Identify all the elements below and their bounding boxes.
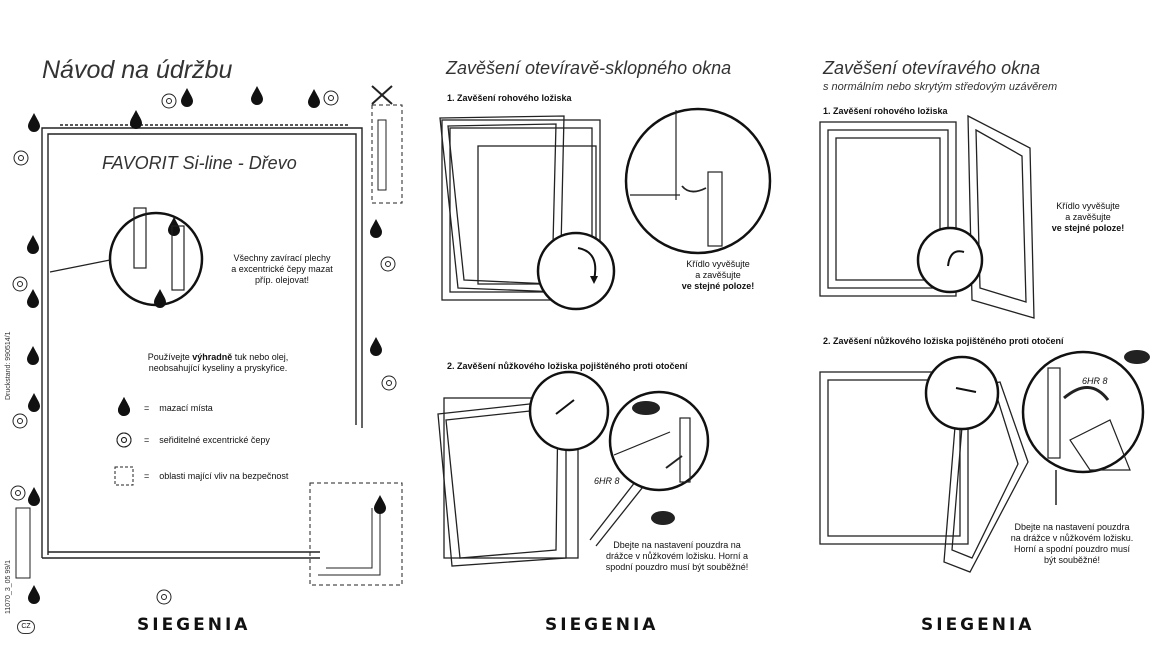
step2-heading: 2. Zavěšení nůžkového ložiska pojištěnéh… <box>823 336 1064 346</box>
note-line: Horní a spodní pouzdro musí <box>1013 544 1131 554</box>
advice-post: tuk nebo olej, <box>232 352 289 362</box>
step2-note: Dbejte na nastavení pouzdra na drážce v … <box>1008 522 1136 566</box>
lubrication-note: Všechny zavírací plechy a excentrické če… <box>212 253 352 286</box>
note-line: Dbejte na nastavení pouzdra na <box>613 540 741 550</box>
grease-advice: Používejte výhradně tuk nebo olej, neobs… <box>128 352 308 374</box>
product-name: FAVORIT Si-line - Dřevo <box>102 153 297 173</box>
note-line: a excentrické čepy mazat <box>231 264 333 274</box>
doc-code: 11070_3_05 99/1 <box>5 560 12 614</box>
legend-text: mazací místa <box>159 403 213 413</box>
siegenia-logo: SIEGENIA <box>545 615 659 635</box>
step1-note: Křídlo vyvěšujte a zavěšujte ve stejné p… <box>668 259 768 292</box>
note-line: příp. olejovat! <box>254 275 310 285</box>
note-line: Všechny zavírací plechy <box>233 253 331 263</box>
legend-row-drop: = mazací místa <box>144 403 213 414</box>
tilt-window-drawing <box>439 115 601 301</box>
label-6hr: 6HR 8 <box>1082 376 1108 386</box>
legend-row-safety: = oblasti mající vliv na bezpečnost <box>144 471 288 482</box>
note-line: spodní pouzdro musí být souběžné! <box>605 562 749 572</box>
casement-title: Zavěšení otevíravého okna <box>823 58 1041 78</box>
print-stamp: Druckstand: 990514/1 <box>5 331 12 401</box>
note-line: ve stejné poloze! <box>1051 223 1125 233</box>
window-frame-drawing <box>41 124 363 559</box>
note-line: ve stejné poloze! <box>681 281 755 291</box>
casement-subtitle: s normálním nebo skrytým středovým uzávě… <box>823 81 1058 93</box>
legend-row-pin: = seřiditelné excentrické čepy <box>144 435 270 446</box>
note-line: Křídlo vyvěšujte <box>686 259 750 269</box>
step1-heading: 1. Zavěšení rohového ložiska <box>823 106 948 116</box>
page-title: Návod na údržbu <box>42 56 233 84</box>
country-badge: CZ <box>17 620 35 634</box>
advice-line2: neobsahující kyseliny a pryskyřice. <box>148 363 288 373</box>
label-6hr: 6HR 8 <box>594 476 620 486</box>
legend-text: seřiditelné excentrické čepy <box>159 435 270 445</box>
legend-text: oblasti mající vliv na bezpečnost <box>159 471 289 481</box>
note-line: a zavěšujte <box>1065 212 1111 222</box>
legend-sep: = <box>144 471 150 481</box>
siegenia-logo: SIEGENIA <box>921 615 1035 635</box>
note-line: drážce v nůžkovém ložisku. Horní a <box>605 551 749 561</box>
advice-bold: výhradně <box>192 352 233 362</box>
siegenia-logo: SIEGENIA <box>137 615 251 635</box>
note-line: být souběžné! <box>1043 555 1101 565</box>
advice-pre: Používejte <box>147 352 193 362</box>
casement-window-drawing <box>819 114 1035 319</box>
step2-note: Dbejte na nastavení pouzdra na drážce v … <box>598 540 756 573</box>
step1-heading: 1. Zavěšení rohového ložiska <box>447 93 572 103</box>
note-line: Dbejte na nastavení pouzdra <box>1014 522 1130 532</box>
tilt-turn-title: Zavěšení otevíravě-sklopného okna <box>446 58 732 78</box>
step2-heading: 2. Zavěšení nůžkového ložiska pojištěnéh… <box>447 361 688 371</box>
note-line: Křídlo vyvěšujte <box>1056 201 1120 211</box>
note-line: a zavěšujte <box>695 270 741 280</box>
step1-note: Křídlo vyvěšujte a zavěšujte ve stejné p… <box>1040 201 1136 234</box>
legend-sep: = <box>144 435 150 445</box>
note-line: na drážce v nůžkovém ložisku. <box>1010 533 1134 543</box>
legend-sep: = <box>144 403 150 413</box>
